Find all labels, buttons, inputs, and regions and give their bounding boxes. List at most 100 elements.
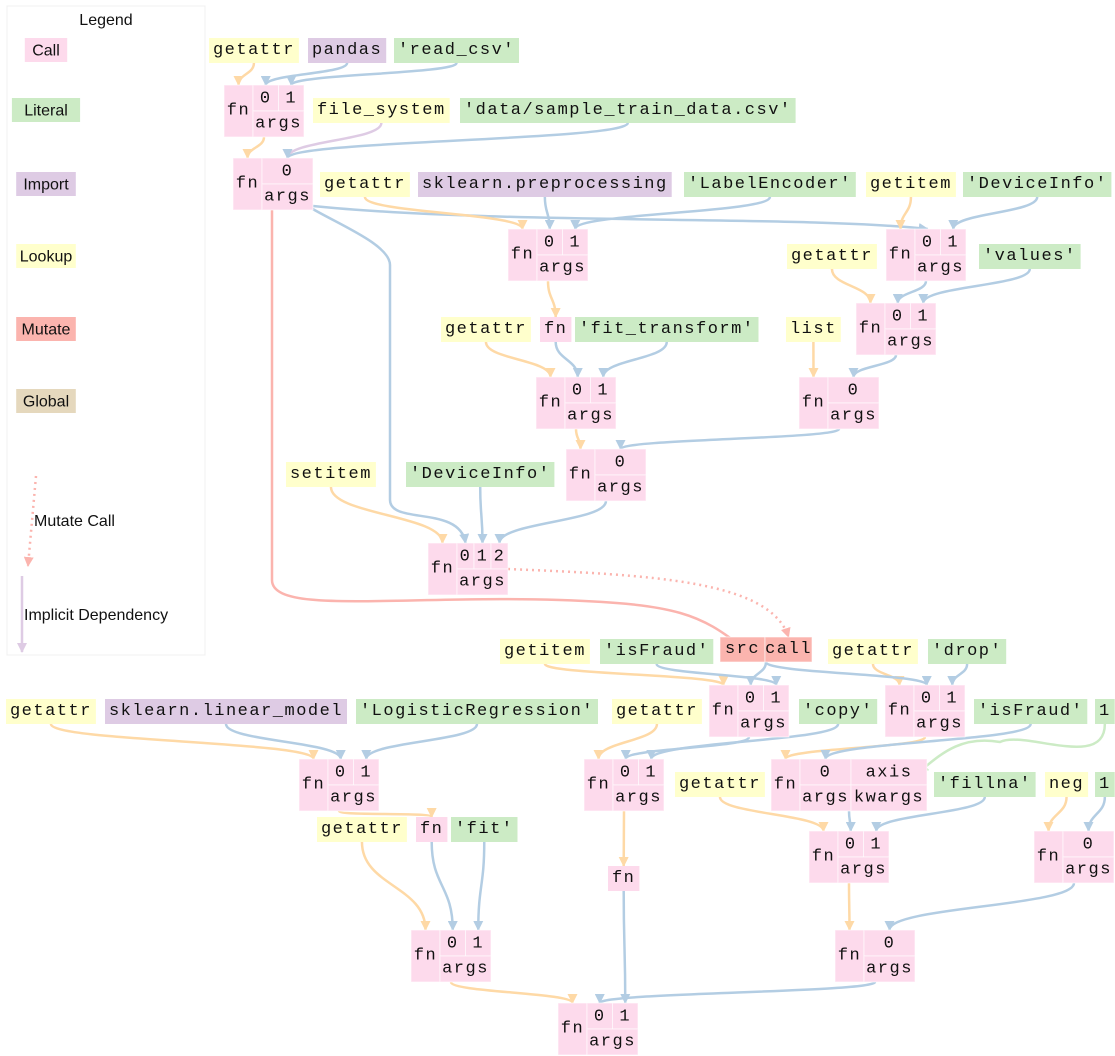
node-devinfo1[interactable]: 'DeviceInfo' [963,172,1112,197]
lookup-node-box[interactable] [209,38,299,63]
call-fn-cell[interactable] [298,758,329,812]
lookup-node-box[interactable] [787,244,877,269]
call-args-cell[interactable] [536,254,589,282]
call-args-cell[interactable] [327,784,380,812]
node-ga9[interactable]: getattr [317,817,407,842]
mutate-call-cell[interactable] [764,636,813,663]
node-devinfo2[interactable]: 'DeviceInfo' [406,462,555,487]
lookup-node-box[interactable] [313,98,450,123]
call-kwargs-cell[interactable] [850,784,928,812]
call-args-cell[interactable] [799,784,852,812]
call-node-box[interactable] [608,866,640,891]
call-node-box[interactable] [540,317,572,342]
call-arg-cell[interactable] [590,376,617,404]
lookup-node-box[interactable] [286,462,376,487]
lookup-node-box[interactable] [317,817,407,842]
call-args-cell[interactable] [737,710,790,738]
call-arg-cell[interactable] [278,84,305,112]
lookup-node-box[interactable] [828,639,918,664]
call-fn-cell[interactable] [507,228,538,282]
node-copy[interactable]: 'copy' [799,699,878,724]
call-arg-cell[interactable] [252,84,279,112]
call-args-cell[interactable] [914,254,967,282]
node-gi1[interactable]: getitem [866,172,956,197]
call-fn-cell[interactable] [535,376,566,430]
call-args-cell[interactable] [612,784,665,812]
node-ga7[interactable]: getattr [612,699,702,724]
literal-node-box[interactable] [356,699,598,724]
call-args-cell[interactable] [564,402,617,430]
call-arg-cell[interactable] [594,448,647,476]
node-setitem[interactable]: setitem [286,462,376,487]
literal-node-box[interactable] [575,317,759,342]
node-skpre[interactable]: sklearn.preprocessing [418,172,672,197]
node-fit[interactable]: 'fit' [451,817,518,842]
node-fn3[interactable]: fn [608,866,640,891]
node-list[interactable]: list [786,317,841,342]
literal-node-box[interactable] [394,38,519,63]
call-args-cell[interactable] [1062,856,1115,884]
call-arg-cell[interactable] [261,157,314,185]
call-fn-cell[interactable] [223,84,254,138]
literal-node-box[interactable] [799,699,878,724]
node-fs[interactable]: file_system [313,98,450,123]
node-sklin[interactable]: sklearn.linear_model [105,699,347,724]
call-arg-cell[interactable] [863,830,890,858]
call-arg-cell[interactable] [863,929,916,957]
call-args-cell[interactable] [837,856,890,884]
literal-node-box[interactable] [974,699,1088,724]
call-kwarg-cell[interactable] [850,758,928,786]
call-args-cell[interactable] [884,328,937,356]
node-isfraud1[interactable]: 'isFraud' [600,639,714,664]
literal-node-box[interactable] [406,462,555,487]
call-arg-cell[interactable] [638,758,665,786]
lookup-node-box[interactable] [866,172,956,197]
call-arg-cell[interactable] [884,302,911,330]
node-ga2[interactable]: getattr [320,172,410,197]
lookup-node-box[interactable] [786,317,841,342]
node-ga8[interactable]: getattr [675,772,765,797]
call-fn-cell[interactable] [232,157,263,211]
call-arg-cell[interactable] [737,684,764,712]
import-node-box[interactable] [418,172,672,197]
call-fn-cell[interactable] [884,684,915,738]
lookup-node-box[interactable] [500,639,590,664]
node-fn2[interactable]: fn [416,817,448,842]
node-fn1[interactable]: fn [540,317,572,342]
call-fn-cell[interactable] [1033,830,1064,884]
call-fn-cell[interactable] [855,302,886,356]
node-one1[interactable]: 1 [1095,699,1115,724]
import-node-box[interactable] [105,699,347,724]
node-neg[interactable]: neg [1045,772,1089,797]
literal-node-box[interactable] [979,244,1081,269]
literal-node-box[interactable] [934,772,1036,797]
call-fn-cell[interactable] [410,929,441,983]
node-labenc[interactable]: 'LabelEncoder' [684,172,856,197]
node-ga1[interactable]: getattr [209,38,299,63]
call-arg-cell[interactable] [913,684,940,712]
node-drop[interactable]: 'drop' [928,639,1007,664]
call-arg-cell[interactable] [763,684,790,712]
node-logreg[interactable]: 'LogisticRegression' [356,699,598,724]
node-fillna[interactable]: 'fillna' [934,772,1036,797]
import-node-box[interactable] [308,38,387,63]
call-node-box[interactable] [416,817,448,842]
call-fn-cell[interactable] [770,758,801,812]
call-arg-cell[interactable] [827,376,880,404]
literal-node-box[interactable] [684,172,856,197]
lookup-node-box[interactable] [1045,772,1089,797]
